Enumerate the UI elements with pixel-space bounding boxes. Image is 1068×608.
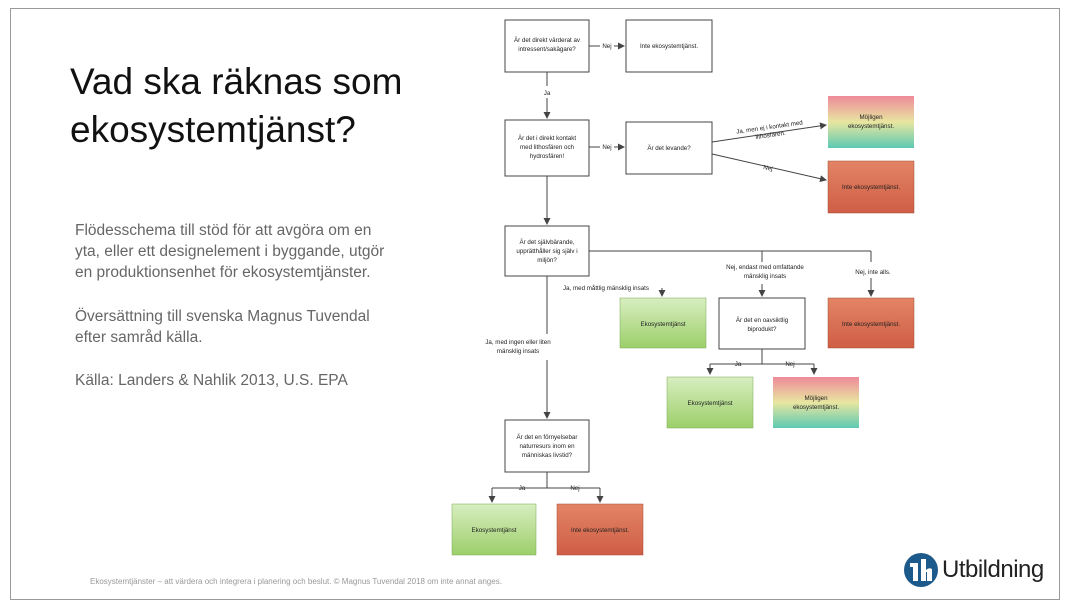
translation-note: Översättning till svenska Magnus Tuvenda…: [75, 306, 435, 348]
label-little-line-2: mänsklig insats: [497, 348, 539, 355]
slide-title: Vad ska räknas som ekosystemtjänst?: [70, 58, 470, 154]
edge-q3-yes: [711, 122, 827, 143]
node-ecosystem-service-3: [451, 503, 537, 556]
node-q3-is-living: [625, 121, 713, 175]
node-q6-renewable-resource: [504, 419, 590, 473]
maybe1-line-2: ekosystemtjänst.: [848, 123, 894, 130]
r1-label: Inte ekosystemtjänst.: [640, 43, 698, 50]
node-ecosystem-service-2: [666, 376, 754, 429]
q6-line-2: naturresurs inom en: [519, 443, 575, 450]
description: Flödesschema till stöd för att avgöra om…: [75, 220, 435, 283]
node-q5-byproduct: [718, 297, 806, 350]
q5-line-1: Är det en oavsiktlig: [736, 317, 789, 324]
q6-line-1: Är det en förnyelsebar: [517, 434, 578, 441]
label-q6-no: Nej: [570, 485, 579, 492]
maybe2-line-2: ekosystemtjänst.: [793, 404, 839, 411]
q4-line-3: miljön?: [537, 257, 557, 264]
label-q1-yes: Ja: [544, 90, 551, 97]
eco1-label: Ekosystemtjänst: [640, 321, 685, 328]
q1-line-1: Är det direkt värderat av: [514, 37, 581, 44]
node-maybe-ecosystem-service-2: [773, 377, 859, 428]
description-line-2: yta, eller ett designelement i byggande,…: [75, 243, 385, 260]
not3-label: Inte ekosystemtjänst.: [842, 321, 900, 328]
maybe2-line-1: Möjligen: [804, 395, 828, 402]
eco3-label: Ekosystemtjänst: [471, 527, 516, 534]
label-q3-no: Nej: [763, 164, 774, 173]
q2-line-2: med lithosfären och: [520, 144, 575, 151]
label-little-line-1: Ja, med ingen eller liten: [485, 339, 551, 346]
source-note: Källa: Landers & Nahlik 2013, U.S. EPA: [75, 372, 348, 389]
label-q5-yes: Ja: [735, 361, 742, 368]
node-q4-self-sustaining: [504, 225, 590, 277]
q4-line-1: Är det självbärande,: [519, 239, 574, 246]
title-line-2: ekosystemtjänst?: [70, 109, 356, 150]
label-q5-no: Nej: [785, 361, 794, 368]
translation-line-1: Översättning till svenska Magnus Tuvenda…: [75, 308, 370, 325]
node-not-ecosystem-service-2: [827, 160, 915, 214]
maybe1-line-1: Möjligen: [859, 114, 883, 121]
logo-wordmark: Utbildning: [942, 556, 1044, 583]
description-line-3: en produktionsenhet för ekosystemtjänste…: [75, 264, 371, 281]
node-q2-lithosphere-contact: [504, 119, 590, 177]
label-moderate: Ja, med måttlig mänsklig insats: [563, 285, 649, 292]
q2-line-3: hydrosfären!: [530, 153, 565, 160]
logo-mark-icon: [904, 553, 938, 587]
node-not-ecosystem-service-4: [556, 503, 644, 556]
label-none: Nej, inte alls.: [855, 269, 891, 276]
label-q2-no: Nej: [602, 144, 611, 151]
label-q3-yes-line-2: lithosfären.: [755, 130, 786, 141]
node-ecosystem-service-1: [619, 297, 707, 349]
utbildning-logo: Utbildning: [902, 551, 1052, 591]
node-q1-direct-valued: [504, 19, 590, 73]
translation-line-2: efter samråd källa.: [75, 329, 203, 346]
label-extensive-line-2: mänsklig insats: [744, 273, 786, 280]
edge-q3-no: [711, 153, 827, 183]
label-extensive-line-1: Nej, endast med omfattande: [726, 264, 804, 271]
node-not-ecosystem-service-3: [827, 297, 915, 349]
label-q6-yes: Ja: [519, 485, 526, 492]
not2-label: Inte ekosystemtjänst.: [842, 184, 900, 191]
q1-line-2: intressent/sakägare?: [518, 46, 576, 53]
q3-label: Är det levande?: [647, 145, 691, 152]
node-r1-not-ecosystem-service: [625, 19, 713, 73]
q4-line-2: upprätthåller sig själv i: [516, 248, 577, 255]
description-line-1: Flödesschema till stöd för att avgöra om…: [75, 222, 372, 239]
q2-line-1: Är det i direkt kontakt: [518, 135, 576, 142]
eco2-label: Ekosystemtjänst: [687, 400, 732, 407]
title-line-1: Vad ska räknas som: [70, 61, 403, 102]
footer-text: Ekosystemtjänster – att värdera och inte…: [90, 577, 502, 586]
node-maybe-ecosystem-service-1: [828, 96, 914, 148]
label-q1-no: Nej: [602, 43, 611, 50]
not4-label: Inte ekosystemtjänst.: [571, 527, 629, 534]
q5-line-2: biprodukt?: [748, 326, 777, 333]
q6-line-3: människas livstid?: [522, 452, 573, 459]
